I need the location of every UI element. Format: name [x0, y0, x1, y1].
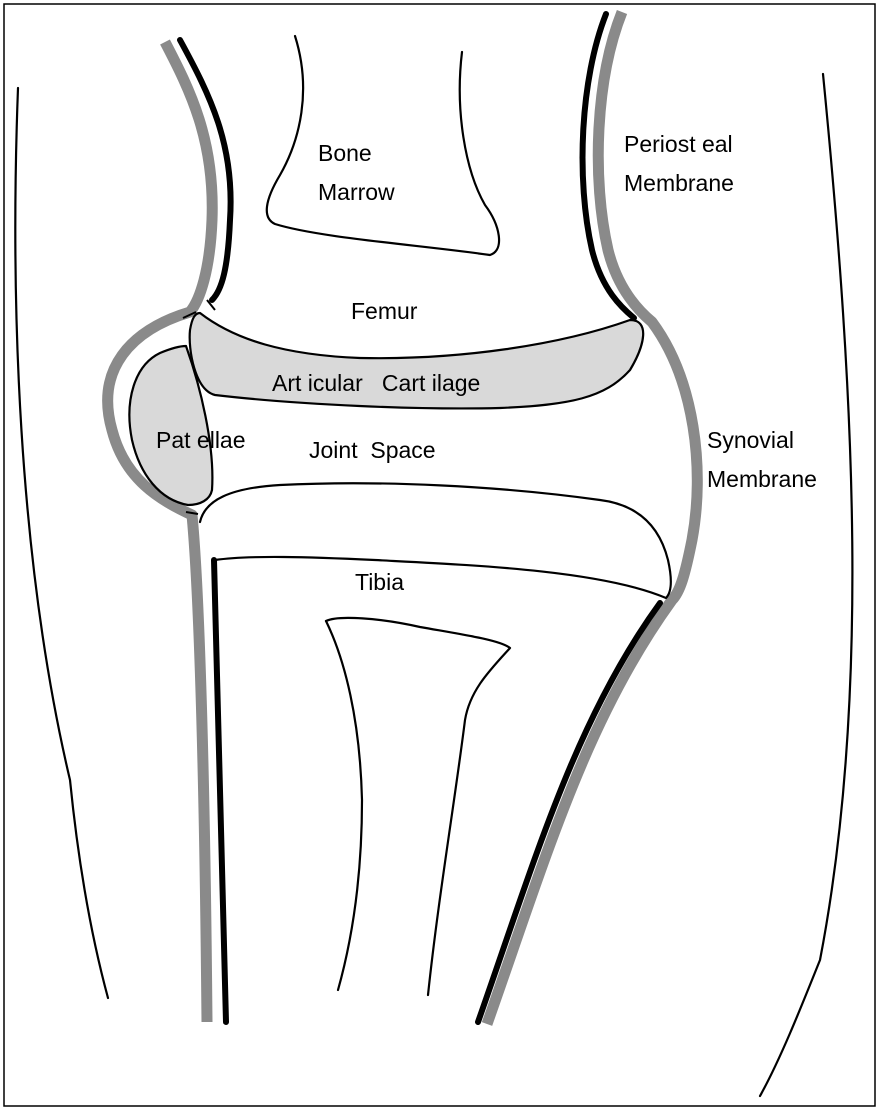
- label-articular-cartilage: Art icular Cart ilage: [272, 370, 480, 396]
- label-synovial-line1: Synovial: [707, 427, 794, 453]
- label-tibia: Tibia: [355, 569, 404, 595]
- label-femur: Femur: [351, 298, 418, 324]
- page-frame: [4, 4, 875, 1106]
- label-joint-space: Joint Space: [309, 437, 436, 463]
- label-patellae: Pat ellae: [156, 427, 246, 453]
- label-synovial-line2: Membrane: [707, 466, 817, 492]
- label-periosteal-line2: Membrane: [624, 170, 734, 196]
- label-periosteal-line1: Periost eal: [624, 131, 733, 157]
- label-bone-marrow-line2: Marrow: [318, 179, 395, 205]
- label-bone-marrow-line1: Bone: [318, 140, 372, 166]
